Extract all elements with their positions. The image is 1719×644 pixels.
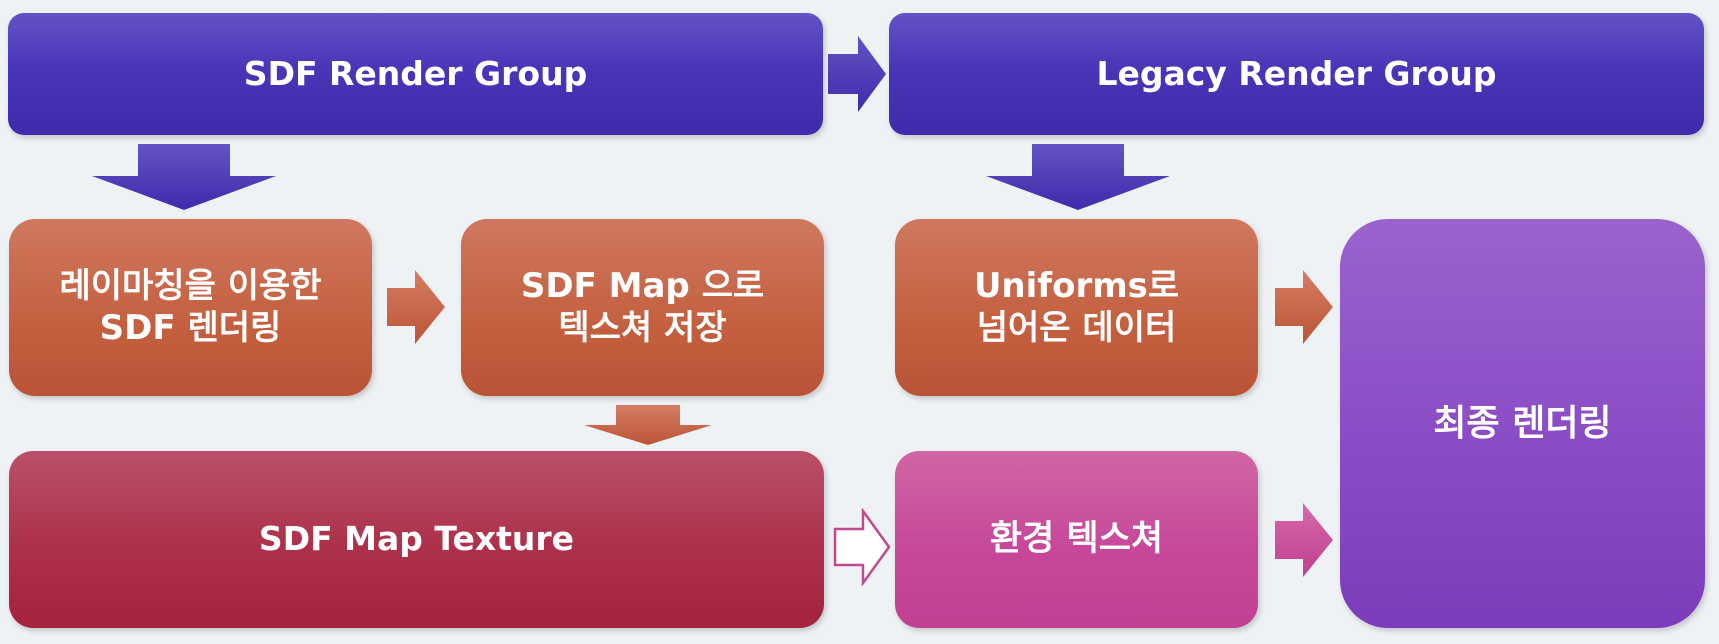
arrow-legacy-group-down <box>986 144 1170 210</box>
save-texture-label: SDF Map 으로 텍스쳐 저장 <box>520 266 765 348</box>
sdf-map-texture-box: SDF Map Texture <box>9 451 824 628</box>
uniforms-box: Uniforms로 넘어온 데이터 <box>895 219 1258 396</box>
legacy-render-group-box: Legacy Render Group <box>889 13 1704 135</box>
env-texture-box: 환경 텍스쳐 <box>895 451 1258 628</box>
arrow-save-to-texture <box>584 405 712 445</box>
raymarching-label: 레이마칭을 이용한 SDF 렌더링 <box>59 266 322 348</box>
save-texture-box: SDF Map 으로 텍스쳐 저장 <box>461 219 824 396</box>
final-render-box: 최종 렌더링 <box>1340 219 1705 628</box>
final-render-label: 최종 렌더링 <box>1433 402 1612 444</box>
arrow-uniforms-to-final <box>1275 270 1333 344</box>
sdf-render-group-box: SDF Render Group <box>8 13 823 135</box>
raymarching-box: 레이마칭을 이용한 SDF 렌더링 <box>9 219 372 396</box>
env-texture-label: 환경 텍스쳐 <box>989 519 1164 560</box>
sdf-map-texture-label: SDF Map Texture <box>258 519 575 559</box>
arrow-raymarching-to-save <box>387 270 445 344</box>
arrow-sdf-to-legacy <box>828 36 886 112</box>
uniforms-label: Uniforms로 넘어온 데이터 <box>973 266 1180 348</box>
arrow-texture-to-env <box>833 508 891 586</box>
arrow-env-to-final <box>1275 503 1333 577</box>
legacy-render-group-label: Legacy Render Group <box>1096 53 1497 93</box>
arrow-sdf-group-down <box>92 144 276 210</box>
sdf-render-group-label: SDF Render Group <box>243 53 588 93</box>
